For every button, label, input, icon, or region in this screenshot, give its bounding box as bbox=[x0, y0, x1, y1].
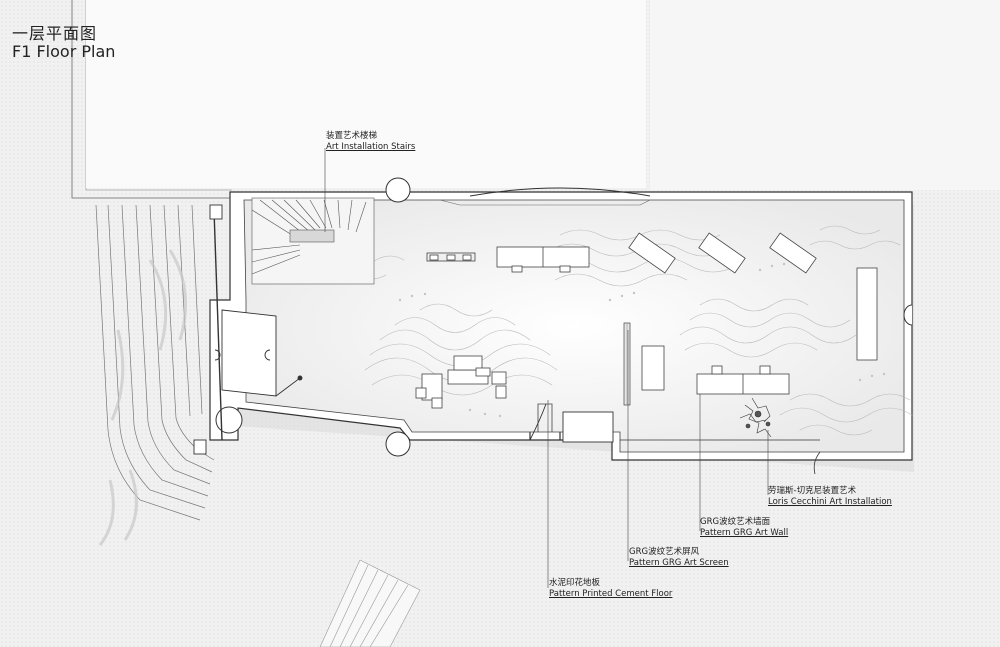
callout-floor-en: Pattern Printed Cement Floor bbox=[549, 589, 673, 599]
right-pale-zone bbox=[650, 0, 1000, 190]
top-columns bbox=[385, 177, 651, 206]
plaza-area bbox=[86, 0, 646, 188]
page-title-en: F1 Floor Plan bbox=[12, 42, 116, 61]
bottom-wall-niche bbox=[562, 411, 614, 443]
floor-pattern-dots bbox=[398, 262, 886, 418]
display-cabinet bbox=[641, 345, 665, 391]
callout-grg-art-screen: GRG波纹艺术屏风 Pattern GRG Art Screen bbox=[629, 547, 729, 569]
callout-loris-cn: 劳瑞斯-切克尼装置艺术 bbox=[768, 486, 857, 496]
callout-floor-cn: 水泥印花地板 bbox=[549, 578, 601, 588]
callout-stairs-cn: 装置艺术楼梯 bbox=[326, 131, 378, 141]
loris-cecchini-installation bbox=[739, 397, 772, 438]
callout-art-installation-stairs: 装置艺术楼梯 Art Installation Stairs bbox=[326, 131, 415, 153]
callout-wall-en: Pattern GRG Art Wall bbox=[700, 528, 789, 538]
central-furniture bbox=[415, 355, 507, 409]
plaza-boundary bbox=[71, 0, 232, 199]
leader-lines bbox=[324, 148, 769, 588]
angled-tables bbox=[628, 232, 817, 274]
long-tables bbox=[696, 365, 790, 395]
right-door-swing bbox=[813, 451, 821, 475]
corner-column bbox=[215, 406, 243, 434]
art-installation-stairs bbox=[251, 197, 375, 285]
display-tables bbox=[426, 246, 590, 273]
page-title-cn: 一层平面图 bbox=[12, 24, 98, 43]
callout-stairs-en: Art Installation Stairs bbox=[326, 142, 416, 152]
callout-cement-floor: 水泥印花地板 Pattern Printed Cement Floor bbox=[549, 578, 672, 600]
ramp-shadow bbox=[98, 249, 188, 546]
right-wall-notch bbox=[903, 304, 913, 326]
entrance-ramp bbox=[95, 204, 215, 521]
entrance-vestibule bbox=[193, 204, 303, 455]
lower-steps bbox=[319, 559, 421, 647]
callout-screen-cn: GRG波纹艺术屏风 bbox=[629, 547, 700, 557]
bottom-wall-curve bbox=[529, 403, 547, 441]
callout-grg-art-wall: GRG波纹艺术墙面 Pattern GRG Art Wall bbox=[700, 517, 788, 539]
right-bench bbox=[856, 267, 878, 361]
callout-screen-en: Pattern GRG Art Screen bbox=[629, 558, 729, 568]
callout-loris-cecchini: 劳瑞斯-切克尼装置艺术 Loris Cecchini Art Installat… bbox=[768, 486, 892, 508]
bottom-column bbox=[385, 431, 411, 457]
callout-loris-en: Loris Cecchini Art Installation bbox=[768, 497, 892, 507]
callout-wall-cn: GRG波纹艺术墙面 bbox=[700, 517, 771, 527]
grg-art-screen bbox=[623, 322, 631, 406]
